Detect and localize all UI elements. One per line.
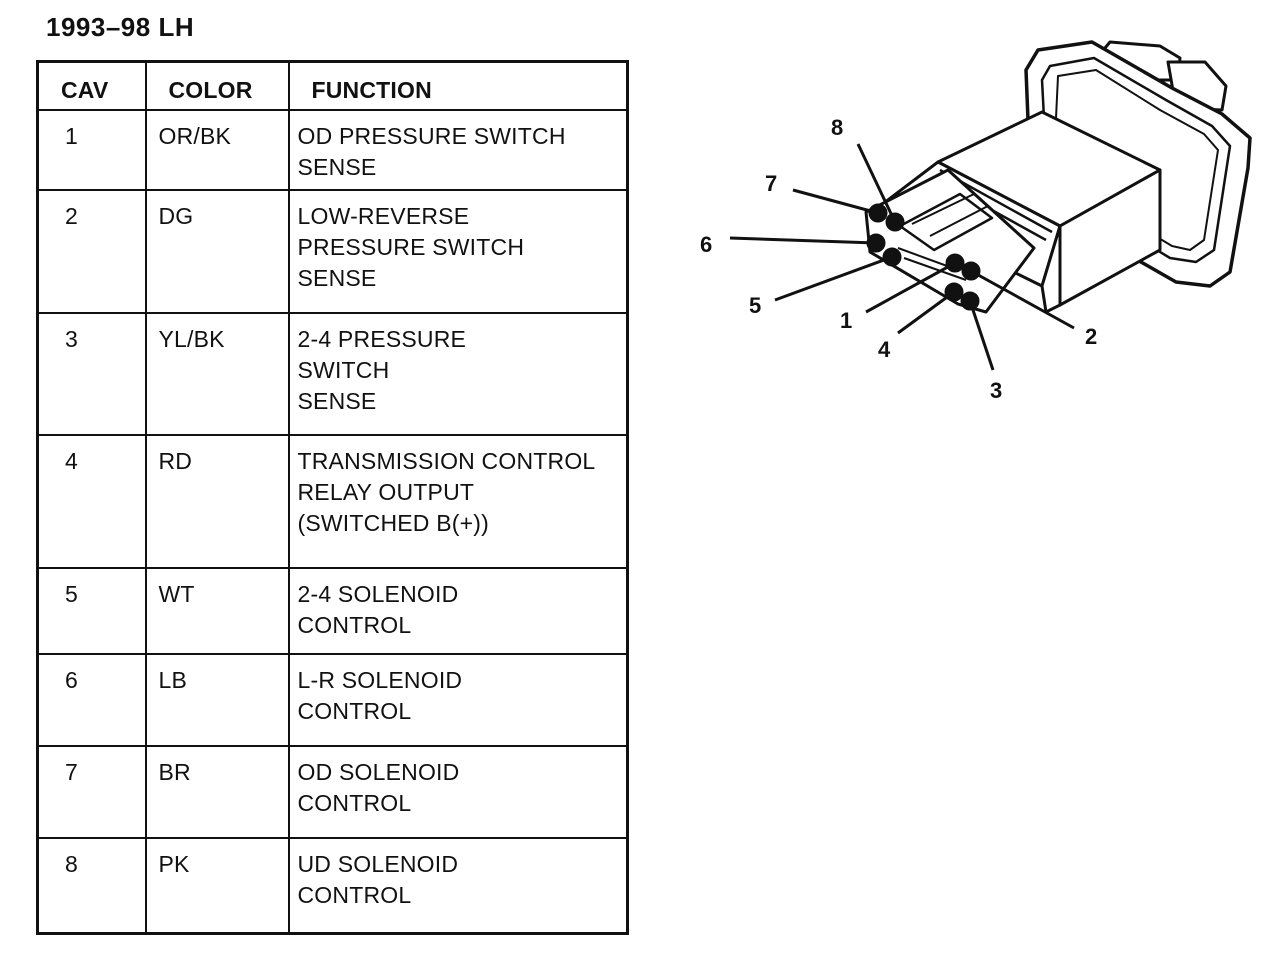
table-row: 5 WT 2-4 SOLENOID CONTROL: [36, 566, 629, 655]
leader-line-3: [968, 300, 995, 371]
cav-cell: 2: [36, 188, 147, 314]
color-cell: DG: [144, 188, 290, 314]
function-cell: TRANSMISSION CONTROL RELAY OUTPUT (SWITC…: [287, 433, 629, 569]
pin-label-5: 5: [749, 293, 761, 318]
function-line: LOW-REVERSE: [297, 202, 470, 229]
function-cell: LOW-REVERSE PRESSURE SWITCH SENSE: [287, 188, 629, 314]
table-header-row: CAV COLOR FUNCTION: [36, 60, 629, 111]
table-row: 7 BR OD SOLENOID CONTROL: [36, 744, 629, 839]
pin-cavities: [866, 203, 981, 311]
color-cell: LB: [144, 652, 290, 747]
function-cell: OD PRESSURE SWITCH SENSE: [287, 108, 629, 191]
function-line: CONTROL: [297, 611, 412, 638]
color-cell: YL/BK: [144, 311, 290, 436]
connector-diagram: 8 7 6 5 1 2 4 3: [700, 40, 1252, 403]
function-line: OD PRESSURE SWITCH: [297, 122, 566, 149]
table-row: 3 YL/BK 2-4 PRESSURE SWITCH SENSE: [36, 311, 629, 436]
function-line: CONTROL: [297, 789, 412, 816]
cav-cell: 8: [36, 836, 147, 935]
function-line: UD SOLENOID: [297, 850, 459, 877]
function-cell: 2-4 SOLENOID CONTROL: [287, 566, 629, 655]
function-line: SENSE: [297, 387, 377, 414]
table-row: 1 OR/BK OD PRESSURE SWITCH SENSE: [36, 108, 629, 191]
leader-line-8: [856, 143, 897, 223]
pin-label-6: 6: [700, 232, 712, 257]
function-line: (SWITCHED B(+)): [297, 509, 489, 536]
connector-body: [864, 40, 1252, 314]
color-cell: BR: [144, 744, 290, 839]
function-cell: OD SOLENOID CONTROL: [287, 744, 629, 839]
color-cell: OR/BK: [144, 108, 290, 191]
pin-label-3: 3: [990, 378, 1002, 403]
leader-line-2: [970, 269, 1075, 330]
table-row: 4 RD TRANSMISSION CONTROL RELAY OUTPUT (…: [36, 433, 629, 569]
color-cell: WT: [144, 566, 290, 655]
function-cell: L-R SOLENOID CONTROL: [287, 652, 629, 747]
header-cav: CAV: [36, 60, 147, 111]
leader-line-5: [774, 255, 893, 302]
function-cell: UD SOLENOID CONTROL: [287, 836, 629, 935]
table-row: 8 PK UD SOLENOID CONTROL: [36, 836, 629, 935]
leader-line-6: [729, 236, 877, 245]
page-title: 1993–98 LH: [46, 12, 195, 42]
function-line: SENSE: [297, 153, 377, 180]
function-line: L-R SOLENOID: [297, 666, 463, 693]
cav-cell: 4: [36, 433, 147, 569]
leader-line-4: [897, 290, 955, 335]
pin-labels: 8 7 6 5 1 2 4 3: [700, 115, 1097, 403]
function-line: RELAY OUTPUT: [297, 478, 475, 505]
header-color: COLOR: [144, 60, 290, 111]
function-line: SWITCH: [297, 356, 390, 383]
cav-cell: 6: [36, 652, 147, 747]
cav-cell: 1: [36, 108, 147, 191]
function-line: PRESSURE SWITCH: [297, 233, 525, 260]
pin-label-7: 7: [765, 171, 777, 196]
pin-label-2: 2: [1085, 324, 1097, 349]
table-row: 6 LB L-R SOLENOID CONTROL: [36, 652, 629, 747]
function-line: TRANSMISSION CONTROL: [297, 447, 596, 474]
header-function: FUNCTION: [287, 60, 629, 111]
color-cell: RD: [144, 433, 290, 569]
function-line: SENSE: [297, 264, 377, 291]
color-cell: PK: [144, 836, 290, 935]
leader-line-7: [792, 188, 879, 215]
table-row: 2 DG LOW-REVERSE PRESSURE SWITCH SENSE: [36, 188, 629, 314]
function-cell: 2-4 PRESSURE SWITCH SENSE: [287, 311, 629, 436]
function-line: CONTROL: [297, 881, 412, 908]
cav-cell: 3: [36, 311, 147, 436]
cav-cell: 5: [36, 566, 147, 655]
function-line: OD SOLENOID: [297, 758, 460, 785]
leader-line-1: [865, 261, 956, 314]
cav-cell: 7: [36, 744, 147, 839]
pinout-table: CAV COLOR FUNCTION 1 OR/BK OD PRESSURE S…: [36, 60, 629, 935]
pin-label-4: 4: [878, 337, 891, 362]
pin-label-8: 8: [831, 115, 843, 140]
leader-lines: [729, 143, 1075, 371]
pin-label-1: 1: [840, 308, 852, 333]
function-line: 2-4 PRESSURE: [297, 325, 467, 352]
function-line: 2-4 SOLENOID: [297, 580, 459, 607]
function-line: CONTROL: [297, 697, 412, 724]
